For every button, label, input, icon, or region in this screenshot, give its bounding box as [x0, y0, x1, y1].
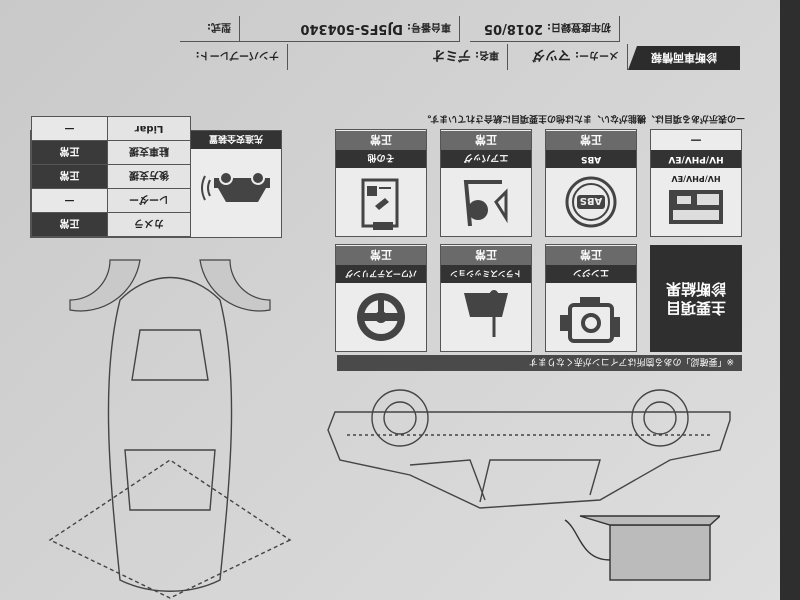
airbag-icon: [441, 168, 531, 236]
sensor-range-outline: [48, 459, 292, 599]
car-name-value: デミオ: [431, 47, 471, 63]
plate-field: ナンバープレート:: [178, 44, 288, 70]
card-power-steering: パワーステアリング 正常: [335, 244, 427, 352]
photo-edge-shadow: [780, 0, 800, 600]
car-side-view-diagram: [327, 389, 731, 509]
maker-field: メーカー: マツダ: [518, 44, 628, 70]
card-abs: ABS ABS 正常: [545, 129, 637, 237]
model-label: 型式:: [207, 21, 231, 32]
maker-value: マツダ: [531, 47, 571, 63]
adas-item-label: 駐車支援: [107, 140, 191, 165]
card-engine: エンジン 正常: [545, 244, 637, 352]
car-name-label: 車名:: [475, 49, 499, 61]
card-status: 正常: [336, 131, 426, 150]
adas-item-label: Lidar: [107, 116, 191, 141]
card-label: エンジン: [546, 265, 636, 283]
transmission-icon: [441, 283, 531, 351]
card-transmission: トランスミッション 正常: [440, 244, 532, 352]
card-status: 正常: [546, 246, 636, 265]
card-status: 正常: [336, 246, 426, 265]
plate-label: ナンバープレート:: [195, 49, 279, 61]
chassis-number-value: DJ5FS-504340: [300, 21, 403, 36]
car-top-view-diagram: [48, 259, 292, 599]
engine-icon: [546, 283, 636, 351]
section-title: 診断車両情報: [628, 46, 740, 70]
adas-item-label: 後方支援: [107, 164, 191, 189]
steering-wheel-icon: [336, 283, 426, 351]
table-row: カメラ正常: [31, 212, 191, 237]
laptop-diagnostic-tool-icon: [564, 515, 720, 581]
card-label: エアバッグ: [441, 150, 531, 168]
adas-item-label: カメラ: [107, 212, 191, 237]
card-status: 正常: [441, 131, 531, 150]
first-registration-label: 初年度登録日:: [547, 21, 611, 32]
adas-item-status: 正常: [31, 140, 108, 165]
first-registration-value: 2018/05: [483, 21, 543, 36]
model-field: 型式:: [180, 16, 240, 42]
hv-icon-text: HV/PHV/EV: [671, 174, 721, 183]
adas-title: 先進安全装置: [191, 131, 281, 149]
chassis-number-label: 車台番号:: [407, 21, 451, 32]
adas-item-label: レーダー: [107, 188, 191, 213]
car-name-field: 車名: デミオ: [298, 44, 508, 70]
warning-footnote: ※「要確認」のある箇所はアイコンが赤くなります: [337, 355, 742, 371]
adas-item-status: 正常: [31, 212, 108, 237]
card-status: 正常: [546, 131, 636, 150]
main-items-result-title: 主要項目 診断結果: [650, 245, 742, 352]
chassis-number-field: 車台番号: DJ5FS-504340: [240, 16, 460, 42]
table-row: レーダー—: [31, 188, 191, 213]
card-status: 正常: [441, 246, 531, 265]
card-label: その他: [336, 150, 426, 168]
vehicle-info-header: 診断車両情報 メーカー: マツダ 車名: デミオ ナンバープレート: 初年度登録…: [40, 10, 740, 70]
table-row: 駐車支援正常: [31, 140, 191, 165]
note-text: —の表示がある項目は、機能がない、または他の主要項目に統合されています。: [422, 113, 745, 123]
maker-label: メーカー:: [575, 49, 619, 61]
card-status: —: [651, 131, 741, 150]
card-airbag: エアバッグ 正常: [440, 129, 532, 237]
first-registration-field: 初年度登録日: 2018/05: [470, 16, 620, 42]
card-hv-phv-ev: HV/PHV/EV HV/PHV/EV —: [650, 129, 742, 237]
adas-table: 先進安全装置 カメラ正常 レーダー— 後方支援正常 駐車支援正常 Lidar—: [30, 116, 282, 238]
abs-icon-text: ABS: [580, 195, 603, 206]
hybrid-system-icon: HV/PHV/EV: [651, 168, 741, 236]
card-label: HV/PHV/EV: [651, 150, 741, 168]
card-other: その他 正常: [335, 129, 427, 237]
adas-status-table: カメラ正常 レーダー— 後方支援正常 駐車支援正常 Lidar—: [31, 116, 191, 237]
table-row: Lidar—: [31, 116, 191, 141]
adas-item-status: —: [31, 188, 108, 213]
card-label: トランスミッション: [441, 265, 531, 283]
abs-icon: ABS: [546, 168, 636, 236]
table-row: 後方支援正常: [31, 164, 191, 189]
car-sensor-icon: [191, 149, 281, 237]
card-label: パワーステアリング: [336, 265, 426, 283]
other-icon: [336, 168, 426, 236]
card-label: ABS: [546, 150, 636, 168]
adas-item-status: —: [31, 116, 108, 141]
adas-item-status: 正常: [31, 164, 108, 189]
